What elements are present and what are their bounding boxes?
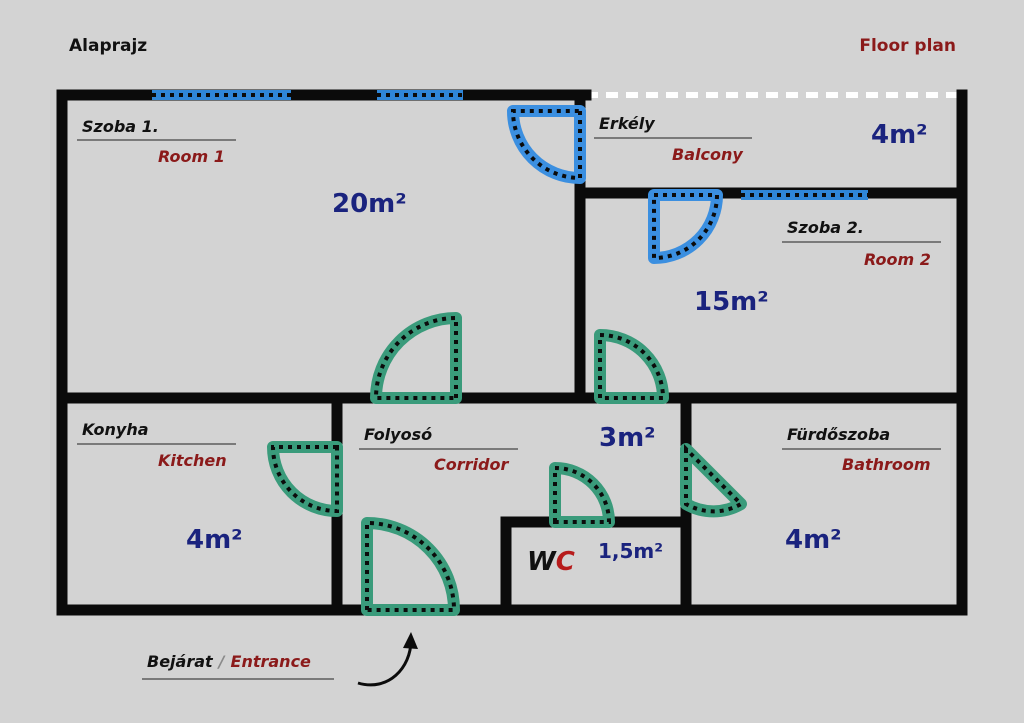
door-corridor-room1 xyxy=(370,312,462,404)
door-corridor-kitchen xyxy=(267,441,343,517)
entrance-hu: Bejárat xyxy=(147,652,214,671)
page-title: Alaprajz xyxy=(69,36,148,56)
entrance-label: Bejárat/ Entrance xyxy=(147,652,311,671)
page-title-english: Floor plan xyxy=(859,36,956,56)
room1-name-en: Room 1 xyxy=(158,147,225,166)
door-room1-balcony xyxy=(507,105,586,184)
door-entrance xyxy=(361,517,460,616)
door-corridor-wc xyxy=(549,462,615,528)
door-corridor-bathroom xyxy=(680,443,747,518)
corridor-name-en: Corridor xyxy=(434,455,509,474)
entrance-arrow-icon xyxy=(357,632,418,687)
kitchen-area: 4m² xyxy=(186,525,243,555)
room1-area: 20m² xyxy=(332,189,407,219)
kitchen-name-hu: Konyha xyxy=(82,420,149,439)
door-corridor-room2 xyxy=(594,329,669,404)
wc-label-c: C xyxy=(556,547,575,577)
wc-area: 1,5m² xyxy=(598,539,663,563)
wc-label: WC xyxy=(527,547,575,577)
bathroom-area: 4m² xyxy=(785,525,842,555)
entrance-en: Entrance xyxy=(231,652,312,671)
door-balcony-room2 xyxy=(648,189,723,264)
wc-label-w: W xyxy=(527,547,557,577)
balcony-name-en: Balcony xyxy=(672,145,743,164)
kitchen-name-en: Kitchen xyxy=(158,451,227,470)
balcony-area: 4m² xyxy=(871,120,928,150)
bathroom-name-en: Bathroom xyxy=(842,455,931,474)
room2-name-en: Room 2 xyxy=(864,250,931,269)
corridor-name-hu: Folyosó xyxy=(364,425,432,444)
room1-name-hu: Szoba 1. xyxy=(82,117,159,136)
entrance-separator: / xyxy=(217,652,226,671)
room2-name-hu: Szoba 2. xyxy=(787,218,864,237)
balcony-name-hu: Erkély xyxy=(599,114,655,133)
bathroom-name-hu: Fürdőszoba xyxy=(787,425,890,444)
corridor-area: 3m² xyxy=(599,423,656,453)
room2-area: 15m² xyxy=(694,287,769,317)
